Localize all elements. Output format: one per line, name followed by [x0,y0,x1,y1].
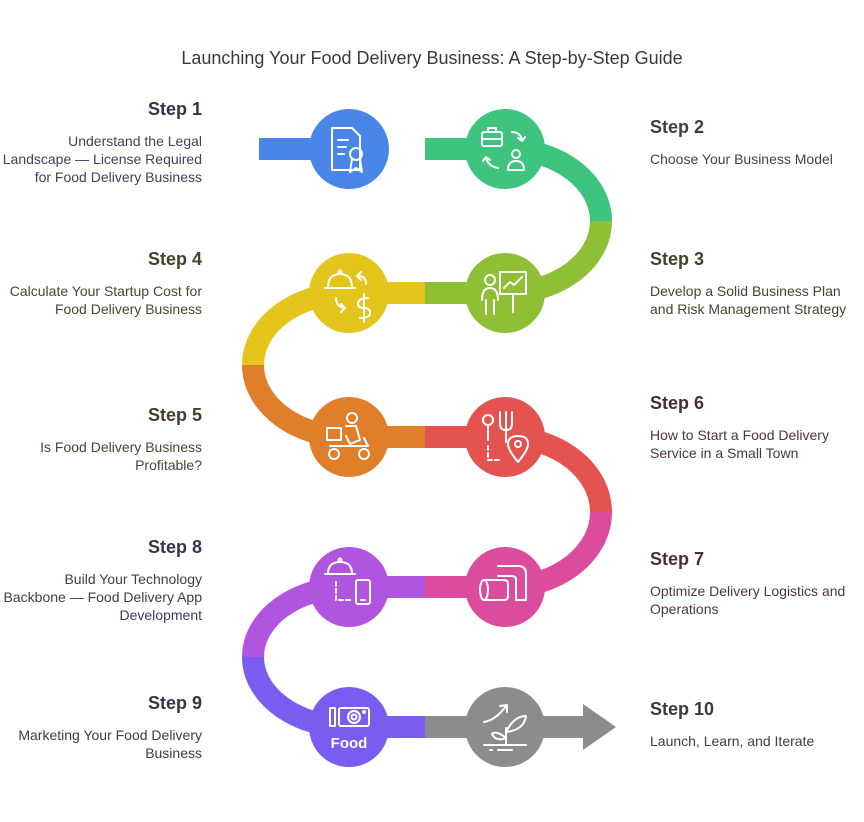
step-8-title: Step 8 [147,537,202,557]
step-4-title: Step 4 [147,249,202,269]
step-2-title: Step 2 [650,117,705,137]
briefcase-exchange-icon [481,127,526,171]
step-4-circle [309,253,389,333]
step-9-circle: Food [309,687,389,767]
step-7-description: Optimize Delivery Logistics and Operatio… [650,583,846,617]
step-7-label: Step 7 Optimize Delivery Logistics and O… [650,549,850,618]
step-10-label: Step 10 Launch, Learn, and Iterate [650,699,850,750]
step-5-label: Step 5 Is Food Delivery Business Profita… [2,405,202,474]
step-1-title: Step 1 [147,99,202,119]
step-3-description: Develop a Solid Business Plan and Risk M… [650,283,847,317]
arrow-head [583,704,616,750]
step-10-title: Step 10 [650,699,715,719]
step-8-circle [309,547,389,627]
cloche-dollar-icon [324,269,371,323]
presentation-chart-icon [481,271,527,315]
step-1-description: Understand the Legal Landscape — License… [2,133,202,185]
step-3-title: Step 3 [650,249,705,269]
food-icon-label: Food [331,735,368,752]
route-pipe-icon [479,565,527,601]
roadmap-path [242,138,616,750]
step-3-label: Step 3 Develop a Solid Business Plan and… [650,249,850,318]
cloche-phone-icon [324,557,371,605]
step-9-label: Step 9 Marketing Your Food Delivery Busi… [2,693,202,762]
step-6-label: Step 6 How to Start a Food Delivery Serv… [650,393,850,462]
step-1-circle [309,109,389,189]
step-6-title: Step 6 [650,393,705,413]
step-7-title: Step 7 [650,549,705,569]
step-6-description: How to Start a Food Delivery Service in … [650,427,829,461]
delivery-scooter-icon [326,412,370,460]
step-2-label: Step 2 Choose Your Business Model [650,117,850,168]
step-4-label: Step 4 Calculate Your Startup Cost for F… [2,249,202,318]
step-8-label: Step 8 Build Your Technology Backbone — … [2,537,202,624]
diagram-title: Launching Your Food Delivery Business: A… [181,48,683,68]
step-6-circle [465,397,545,477]
step-10-description: Launch, Learn, and Iterate [650,733,815,749]
step-1-label: Step 1 Understand the Legal Landscape — … [2,99,202,186]
step-8-description: Build Your Technology Backbone — Food De… [3,571,202,623]
step-5-circle [309,397,389,477]
step-3-circle [465,253,545,333]
step-9-description: Marketing Your Food Delivery Business [18,727,202,761]
step-2-description: Choose Your Business Model [650,151,833,167]
fork-location-icon [482,411,529,463]
license-document-icon [331,127,363,173]
sprout-growth-icon [483,704,527,751]
step-4-description: Calculate Your Startup Cost for Food Del… [9,283,202,317]
step-2-circle [465,109,545,189]
step-5-title: Step 5 [147,405,202,425]
step-9-title: Step 9 [147,693,202,713]
step-5-description: Is Food Delivery Business Profitable? [40,439,202,473]
step-7-circle [465,547,545,627]
camera-food-icon [329,707,370,727]
step-10-circle [465,687,545,767]
